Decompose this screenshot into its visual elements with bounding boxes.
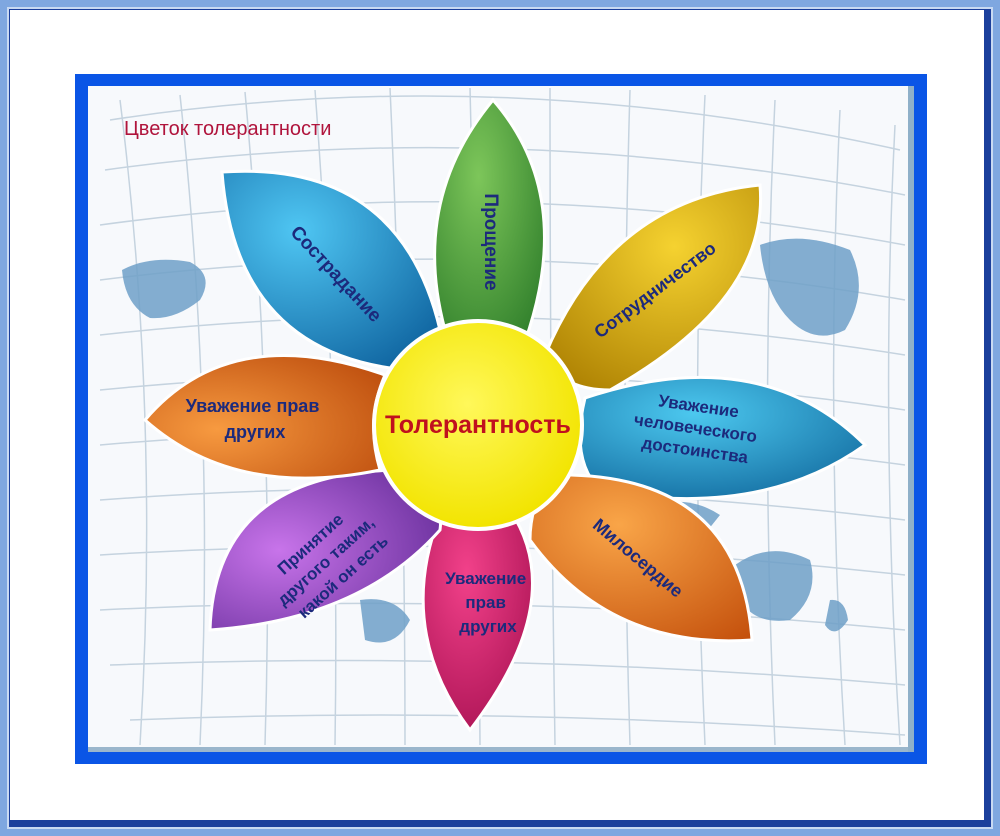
petal-miloserdie bbox=[528, 473, 754, 643]
world-map bbox=[122, 238, 859, 643]
label-prava-bottom: Уважение прав других bbox=[445, 569, 531, 636]
petal-dostoinstvo bbox=[578, 375, 868, 501]
label-prava-left: Уважение прав других bbox=[186, 396, 325, 442]
diagram-title: Цветок толерантности bbox=[124, 118, 332, 140]
center-circle bbox=[372, 319, 584, 531]
label-proshchenie: Прощение bbox=[480, 193, 501, 290]
center-label: Толерантность bbox=[385, 411, 571, 439]
petal-prava-left bbox=[142, 353, 388, 480]
